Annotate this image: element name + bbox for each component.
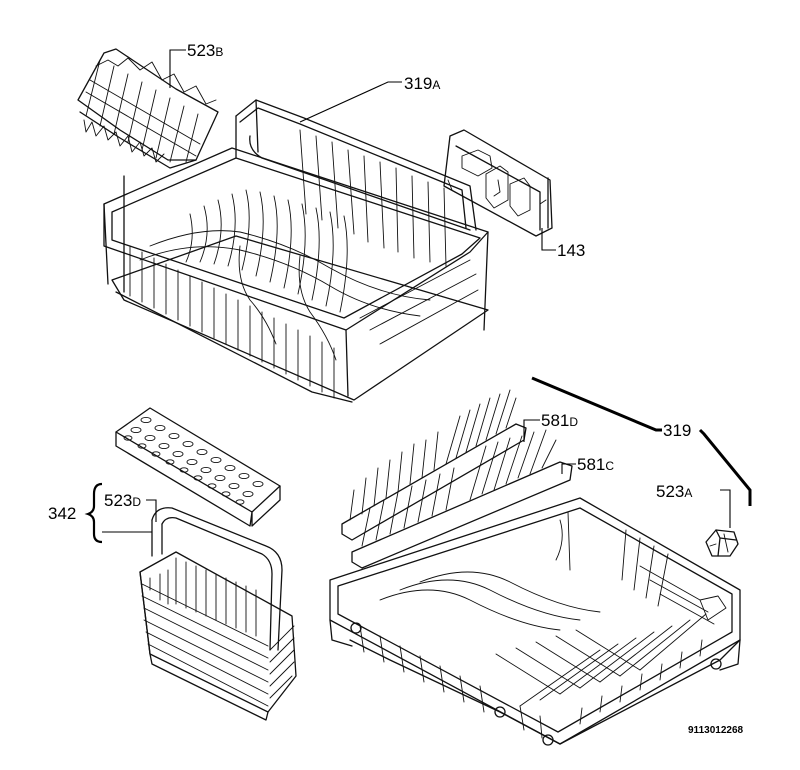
leader-523d	[146, 499, 157, 522]
leader-581c	[561, 463, 576, 474]
part-523b-cup-rack	[77, 48, 219, 169]
part-523d-cutlery-insert	[115, 407, 281, 527]
leader-581d	[523, 419, 540, 442]
leader-319-lower	[698, 428, 752, 506]
label-581d: 581D	[541, 411, 578, 430]
part-523a-roller	[705, 529, 739, 557]
part-319-lower-basket	[329, 497, 741, 746]
label-581c: 581C	[577, 455, 614, 474]
part-319a-upper-basket	[103, 99, 489, 403]
label-342: 342	[48, 504, 76, 523]
drawing-code: 9113012268	[688, 725, 744, 736]
leader-lines	[102, 49, 752, 533]
label-523d: 523D	[104, 491, 141, 510]
label-523a: 523A	[656, 482, 692, 501]
label-523b: 523B	[187, 41, 223, 60]
part-342-cutlery-basket	[139, 507, 297, 721]
leader-523b	[169, 49, 186, 88]
brace-342	[84, 482, 103, 544]
leader-523a	[720, 489, 731, 528]
leader-319a	[299, 81, 402, 123]
leader-319-upper	[531, 376, 662, 432]
label-319a: 319A	[404, 74, 440, 93]
part-581c-tine-row	[351, 429, 573, 569]
part-143-bracket	[443, 129, 553, 237]
label-143: 143	[557, 241, 585, 260]
leader-143	[541, 228, 556, 251]
part-581d-tine-row	[341, 389, 527, 541]
label-319: 319	[663, 421, 691, 440]
